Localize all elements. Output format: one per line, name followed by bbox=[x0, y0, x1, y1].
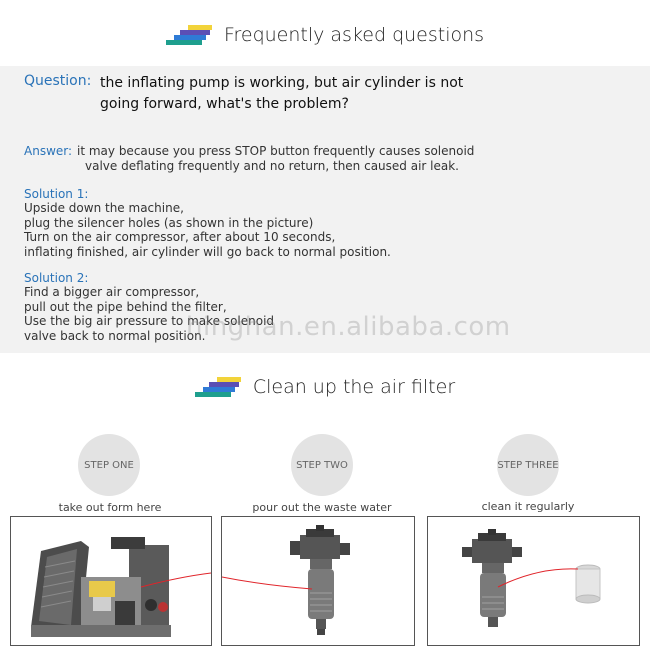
question-text: the inflating pump is working, but air c… bbox=[100, 73, 520, 115]
faq-panel bbox=[0, 66, 650, 353]
step-one-circle: STEP ONE bbox=[78, 434, 140, 496]
step-three-circle: STEP THREE bbox=[497, 434, 559, 496]
solution2-line: Use the big air pressure to make solenoi… bbox=[24, 314, 275, 328]
solution1-line: inflating finished, air cylinder will go… bbox=[24, 244, 391, 259]
machine-illustration bbox=[31, 537, 211, 637]
step-two-label: STEP TWO bbox=[296, 459, 348, 471]
step-two-circle: STEP TWO bbox=[291, 434, 353, 496]
solution2-line: Find a bigger air compressor, bbox=[24, 285, 200, 299]
solution1-label: Solution 1: bbox=[24, 187, 89, 201]
faq-heading: Frequently asked questions bbox=[0, 24, 650, 46]
step-one-caption: take out form here bbox=[58, 501, 162, 514]
answer-label: Answer: bbox=[24, 144, 73, 158]
step-two-caption: pour out the waste water bbox=[252, 501, 392, 514]
faq-title: Frequently asked questions bbox=[223, 24, 485, 46]
filter-clean-photo bbox=[427, 516, 640, 646]
question-label: Question: bbox=[24, 73, 92, 89]
stacked-bars-icon bbox=[194, 377, 245, 397]
solution1-text: Upside down the machine, plug the silenc… bbox=[24, 201, 391, 259]
step-three-caption: clean it regularly bbox=[481, 500, 575, 513]
solution2-line: pull out the pipe behind the filter, bbox=[24, 299, 227, 314]
filter-heading: Clean up the air filter bbox=[0, 376, 650, 398]
question-line: going forward, what's the problem? bbox=[100, 96, 349, 112]
question-line: the inflating pump is working, but air c… bbox=[100, 75, 464, 91]
solution2-label: Solution 2: bbox=[24, 271, 89, 285]
step-one-label: STEP ONE bbox=[84, 459, 134, 471]
stacked-bars-icon bbox=[165, 25, 216, 45]
clean-filter-illustration bbox=[462, 529, 601, 627]
solution1-line: plug the silencer holes (as shown in the… bbox=[24, 215, 314, 230]
filter-pour-photo bbox=[221, 516, 415, 646]
watermark: hinghan.en.alibaba.com bbox=[186, 312, 511, 342]
step-three-label: STEP THREE bbox=[497, 459, 559, 471]
filter-illustration bbox=[222, 525, 350, 635]
solution2-line: valve back to normal position. bbox=[24, 328, 206, 343]
answer-line: it may because you press STOP button fre… bbox=[77, 144, 475, 158]
filter-title: Clean up the air filter bbox=[252, 376, 456, 398]
solution1-line: Upside down the machine, bbox=[24, 201, 184, 215]
answer-text: it may because you press STOP button fre… bbox=[77, 144, 497, 174]
answer-line: valve deflating frequently and no return… bbox=[85, 159, 459, 173]
machine-photo bbox=[10, 516, 212, 646]
solution2-text: Find a bigger air compressor, pull out t… bbox=[24, 285, 274, 343]
solution1-line: Turn on the air compressor, after about … bbox=[24, 230, 336, 244]
